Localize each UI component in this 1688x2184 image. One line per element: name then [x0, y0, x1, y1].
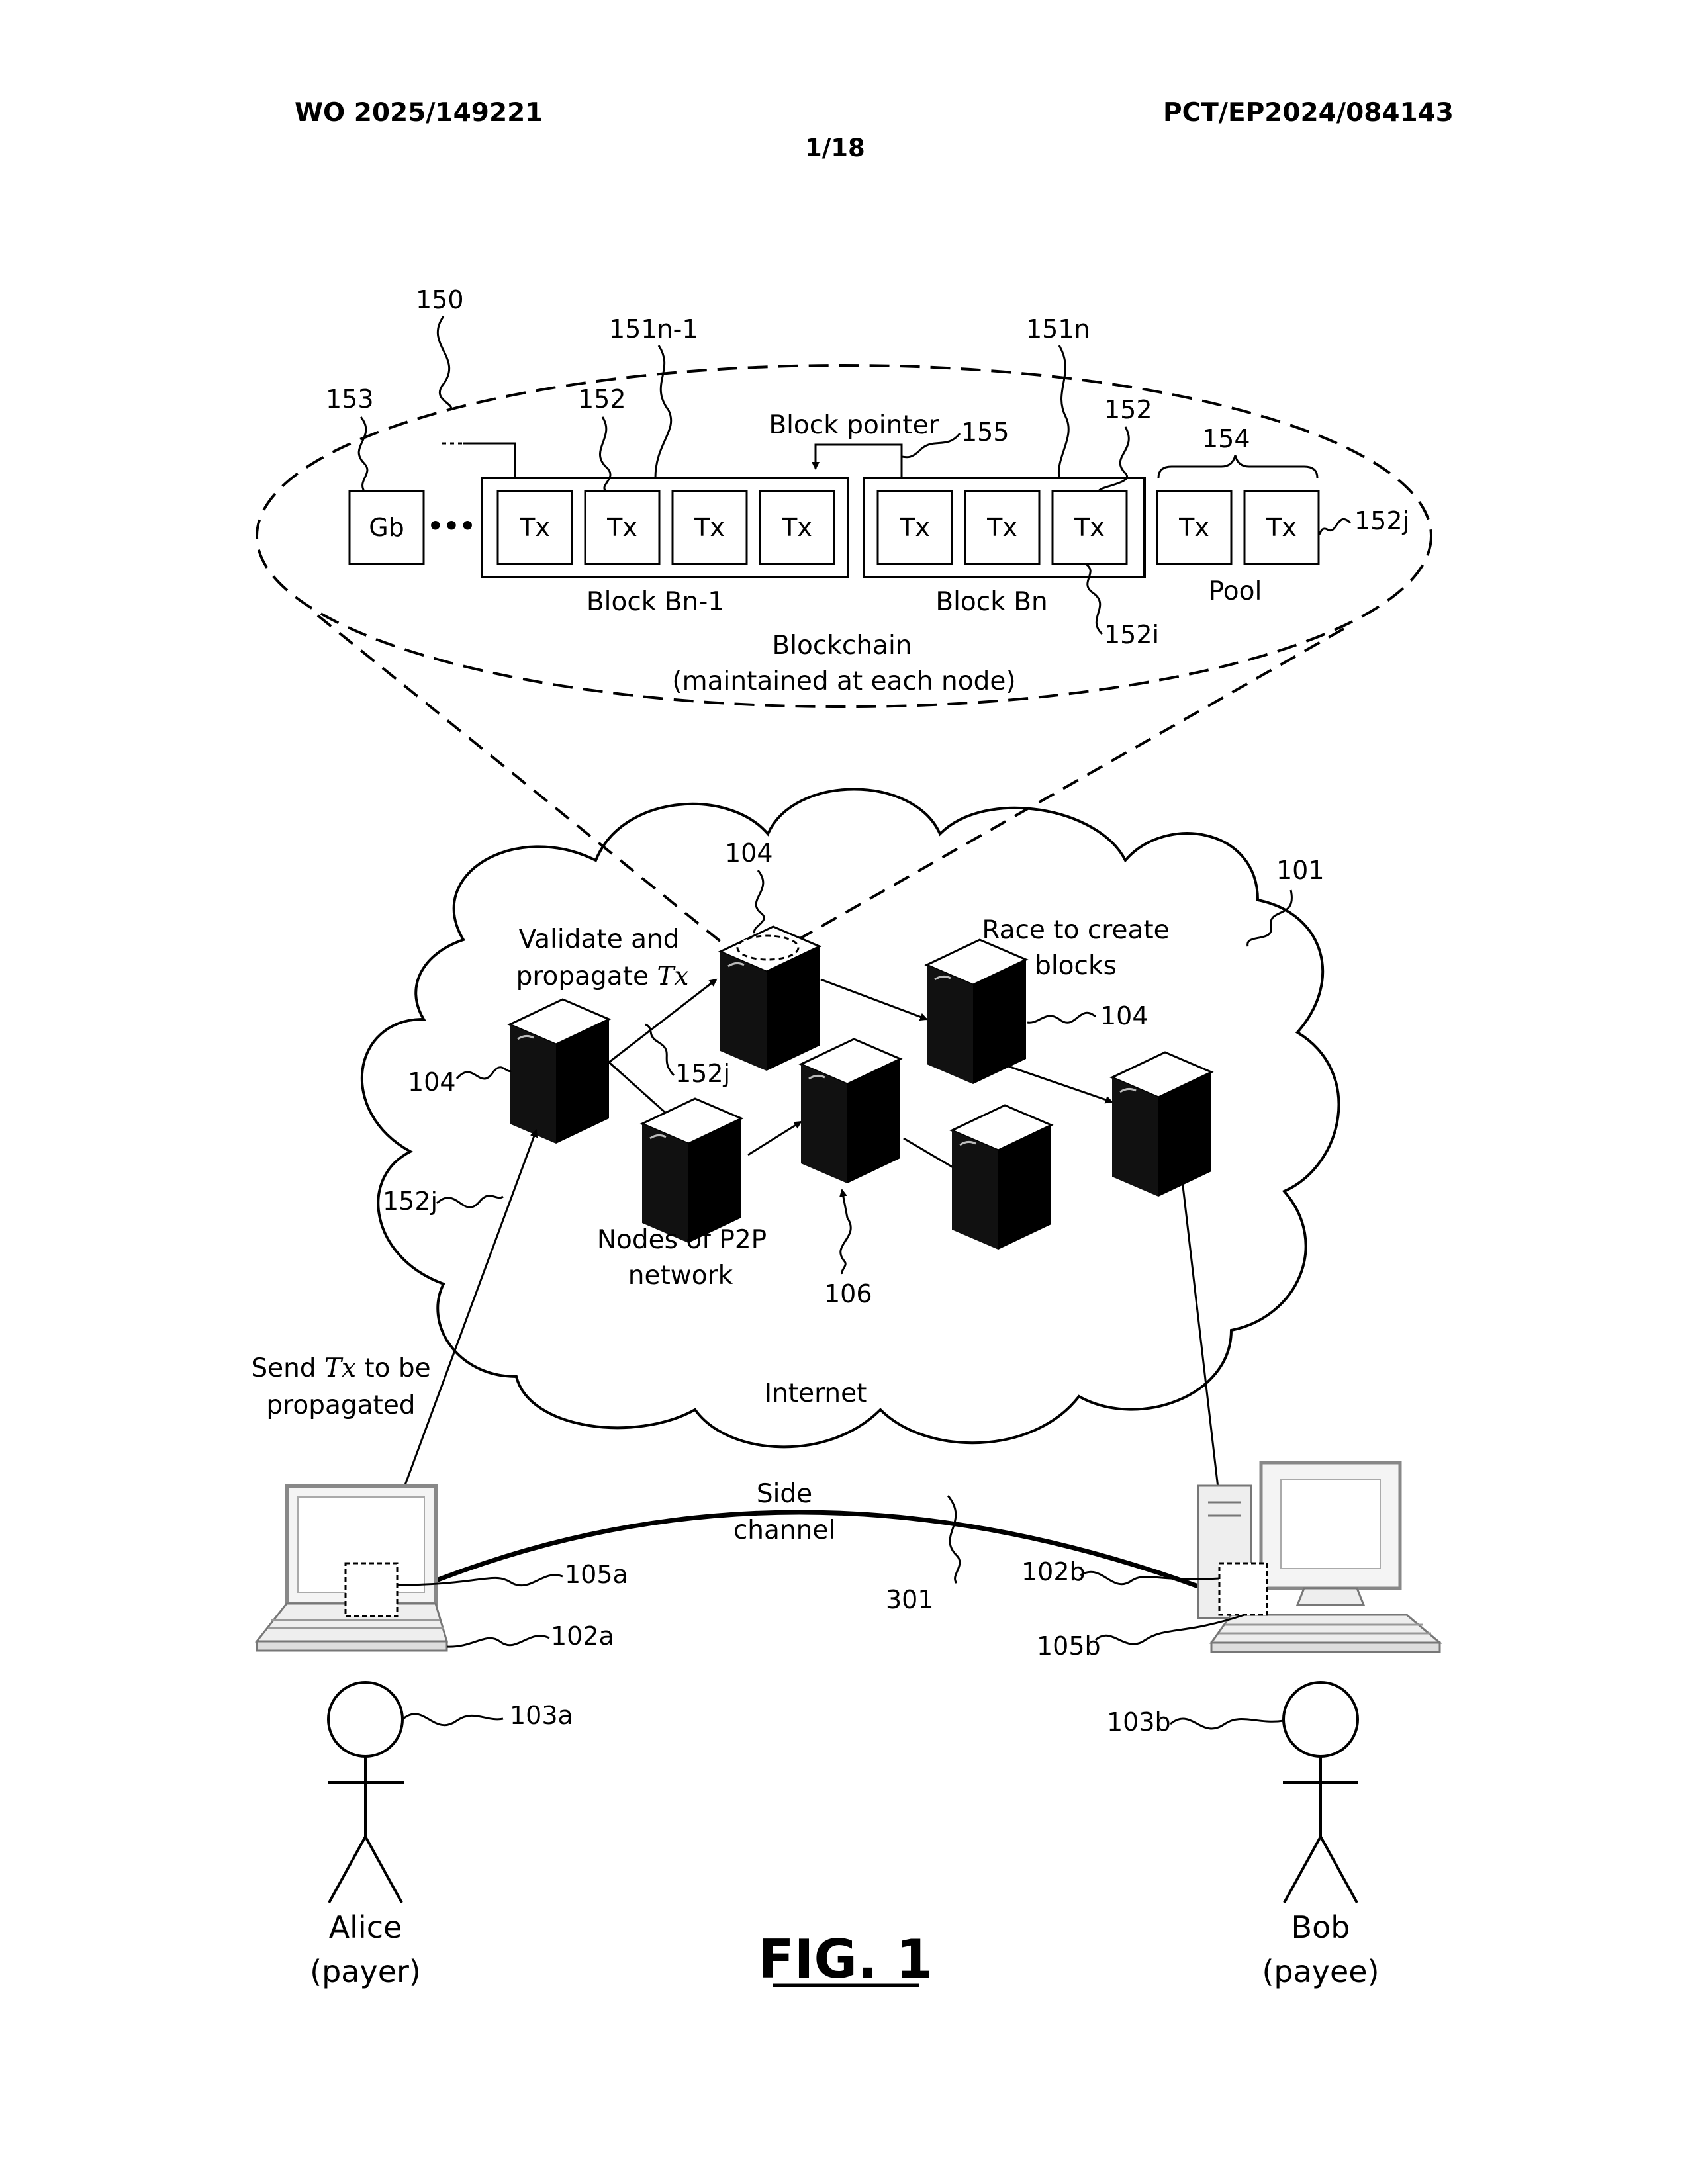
- ref-155: 155: [961, 418, 1009, 447]
- validate-line1: Validate and: [519, 925, 680, 954]
- tx-label: Tx: [781, 513, 812, 542]
- ref-102b: 102b: [1021, 1557, 1086, 1586]
- block-bn: Tx Tx Tx Block Bn: [864, 478, 1145, 617]
- ref-152-prev: 152: [578, 385, 626, 414]
- server-node: [1112, 1052, 1211, 1197]
- bob-desktop: [1198, 1463, 1440, 1652]
- server-node: [927, 940, 1026, 1084]
- alice-role: (payer): [310, 1954, 421, 1989]
- pool-brace: [1158, 455, 1317, 478]
- block-bn-1-label: Block Bn-1: [586, 587, 724, 617]
- chain-ellipsis: •••: [428, 512, 476, 541]
- ref-301: 301: [886, 1585, 934, 1614]
- ref-152-cur: 152: [1104, 395, 1152, 424]
- tx-label: Tx: [694, 513, 725, 542]
- ref-152j-alice: 152j: [383, 1187, 438, 1216]
- ref-106: 106: [824, 1279, 872, 1308]
- bob-name: Bob: [1291, 1909, 1350, 1945]
- tx-label: Tx: [1074, 513, 1105, 542]
- side-channel: Side channel 301: [400, 1479, 1221, 1614]
- ref-104-left: 104: [408, 1068, 456, 1097]
- tx-label: Tx: [899, 513, 930, 542]
- ref-105b: 105b: [1037, 1631, 1101, 1661]
- tx-label: Tx: [986, 513, 1017, 542]
- tx-label: Tx: [1266, 513, 1297, 542]
- genesis-block-label: Gb: [369, 513, 404, 542]
- wallet-105b-box: [1219, 1563, 1267, 1615]
- block-pointer: Block pointer: [769, 410, 939, 478]
- ref-151n: 151n: [1026, 314, 1090, 343]
- wallet-105a-box: [346, 1563, 397, 1616]
- alice-laptop: [257, 1486, 447, 1651]
- ref-151n-1: 151n-1: [609, 314, 698, 343]
- ref-154: 154: [1202, 424, 1250, 453]
- server-node: [952, 1105, 1051, 1250]
- pool: Tx Tx Pool: [1157, 455, 1319, 606]
- server-node: [510, 999, 609, 1144]
- ref-152j-pool: 152j: [1354, 506, 1409, 535]
- ref-103b: 103b: [1107, 1707, 1171, 1737]
- block-bn-label: Block Bn: [935, 587, 1047, 617]
- side-channel-line1: Side: [757, 1479, 812, 1509]
- ref-153: 153: [326, 385, 374, 414]
- server-node: [720, 927, 820, 1071]
- ref-150: 150: [416, 285, 464, 314]
- server-node: [801, 1039, 900, 1183]
- validate-line2: propagate Tx: [516, 962, 689, 991]
- block-bn-1: Tx Tx Tx Tx Block Bn-1: [482, 478, 848, 617]
- ref-104-top: 104: [725, 839, 773, 868]
- ref-104-right: 104: [1100, 1001, 1149, 1030]
- send-line2: propagated: [266, 1390, 415, 1420]
- figure-label: FIG. 1: [758, 1929, 933, 1990]
- ref-102a: 102a: [551, 1621, 614, 1651]
- block-pointer-label: Block pointer: [769, 410, 939, 440]
- nodes-line1: Nodes of P2P: [597, 1225, 767, 1255]
- previous-block-link: [438, 443, 515, 478]
- internet-label: Internet: [765, 1379, 867, 1408]
- nodes-line2: network: [628, 1261, 733, 1291]
- ref-152j-network: 152j: [675, 1059, 730, 1088]
- pool-label: Pool: [1209, 576, 1262, 606]
- alice-figure: [328, 1682, 404, 1903]
- ref-105a: 105a: [565, 1560, 628, 1589]
- blockchain-subtitle: (maintained at each node): [672, 666, 1015, 696]
- ref-101: 101: [1276, 856, 1325, 885]
- side-channel-line2: channel: [733, 1516, 835, 1545]
- blockchain-title: Blockchain: [772, 631, 912, 660]
- tx-label: Tx: [519, 513, 550, 542]
- bob-role: (payee): [1262, 1954, 1379, 1989]
- ref-103a: 103a: [510, 1701, 573, 1730]
- race-line1: Race to create: [982, 915, 1169, 945]
- server-node: [642, 1099, 741, 1243]
- genesis-block: Gb: [350, 491, 424, 564]
- race-line2: blocks: [1035, 951, 1117, 981]
- bob-figure: [1283, 1682, 1358, 1903]
- tx-label: Tx: [1178, 513, 1209, 542]
- tx-label: Tx: [606, 513, 637, 542]
- alice-name: Alice: [329, 1909, 402, 1945]
- send-line1: Send Tx to be: [251, 1353, 430, 1383]
- ref-152i: 152i: [1104, 620, 1159, 649]
